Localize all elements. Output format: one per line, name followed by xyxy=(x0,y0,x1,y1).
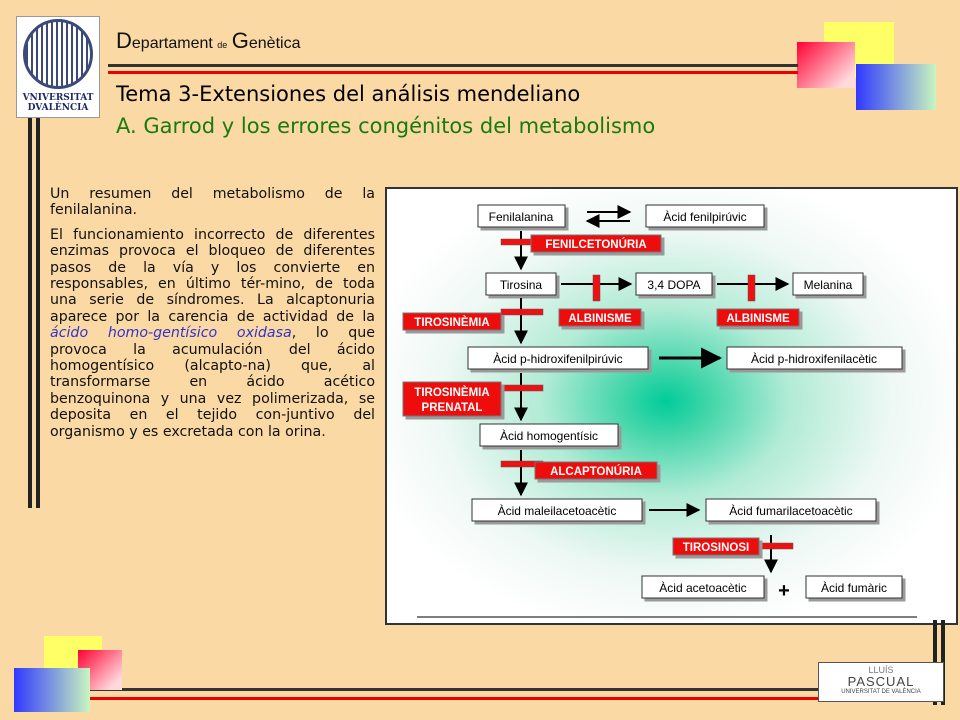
svg-text:Àcid p-hidroxifenilacètic: Àcid p-hidroxifenilacètic xyxy=(751,351,877,366)
compound-fumarilacetoacetic: Àcid fumarilacetoacètic xyxy=(705,498,877,522)
compound-homogentisic: Àcid homogentísic xyxy=(479,423,619,447)
svg-text:Melanina: Melanina xyxy=(804,278,853,292)
svg-text:Àcid maleilacetoacètic: Àcid maleilacetoacètic xyxy=(498,503,617,518)
compound-tirosina: Tirosina xyxy=(485,272,557,296)
explanation-paragraph: El funcionamiento incorrecto de diferent… xyxy=(50,226,375,440)
compound-hidroxifenilpiruvic: Àcid p-hidroxifenilpirúvic xyxy=(467,346,649,370)
svg-text:Àcid homogentísic: Àcid homogentísic xyxy=(500,428,598,443)
page-subtitle: A. Garrod y los errores congénitos del m… xyxy=(116,114,656,138)
compound-melanina: Melanina xyxy=(792,272,864,296)
disease-fenilcetonuria: FENILCETONÚRIA xyxy=(530,234,662,253)
compound-fenilalanina: Fenilalanina xyxy=(477,204,566,228)
svg-text:Àcid p-hidroxifenilpirúvic: Àcid p-hidroxifenilpirúvic xyxy=(493,351,622,366)
author-stamp: LLUÍS PASCUAL UNIVERSITAT DE VALÈNCIA xyxy=(818,662,944,702)
svg-text:Àcid fumarilacetoacètic: Àcid fumarilacetoacètic xyxy=(729,503,852,518)
body-text: Un resumen del metabolismo de la fenilal… xyxy=(50,186,375,448)
svg-text:Àcid fumàric: Àcid fumàric xyxy=(821,580,887,595)
svg-text:Àcid fenilpirúvic: Àcid fenilpirúvic xyxy=(663,209,746,224)
university-seal-icon xyxy=(23,19,93,89)
logo-line2: DVALÈNCIA xyxy=(27,103,89,113)
compound-hidroxifenilacetic: Àcid p-hidroxifenilacètic xyxy=(726,346,903,370)
svg-text:Fenilalanina: Fenilalanina xyxy=(489,210,554,224)
disease-tirosinemia: TIROSINÈMIA xyxy=(402,312,502,331)
svg-text:PRENATAL: PRENATAL xyxy=(422,402,483,414)
university-logo: VNIVERSITAT DVALÈNCIA xyxy=(16,16,100,118)
decor-square-red xyxy=(797,42,855,88)
svg-text:TIROSINOSI: TIROSINOSI xyxy=(683,542,749,554)
disease-tirosinosi: TIROSINOSI xyxy=(672,537,760,556)
decor-square-blue-bottom xyxy=(14,668,90,712)
metabolism-diagram: Fenilalanina Àcid fenilpirúvic Tirosina … xyxy=(385,187,958,625)
logo-line1: VNIVERSITAT xyxy=(22,93,94,103)
svg-text:TIROSINÈMIA: TIROSINÈMIA xyxy=(414,316,489,329)
svg-text:ALBINISME: ALBINISME xyxy=(568,313,632,325)
footer-rule xyxy=(38,688,818,700)
compound-dopa: 3,4 DOPA xyxy=(635,272,713,296)
svg-text:FENILCETONÚRIA: FENILCETONÚRIA xyxy=(545,238,646,251)
svg-text:ALCAPTONÚRIA: ALCAPTONÚRIA xyxy=(550,465,642,478)
intro-paragraph: Un resumen del metabolismo de la fenilal… xyxy=(50,186,375,219)
svg-text:ALBINISME: ALBINISME xyxy=(726,313,790,325)
department-name: Departament de Genètica xyxy=(116,28,301,53)
plus-sign: + xyxy=(778,580,790,602)
svg-text:3,4 DOPA: 3,4 DOPA xyxy=(647,278,700,292)
disease-alcaptonuria: ALCAPTONÚRIA xyxy=(534,461,658,480)
reversible-arrow xyxy=(585,205,632,228)
compound-fenilpiruvic: Àcid fenilpirúvic xyxy=(645,204,765,228)
svg-text:Tirosina: Tirosina xyxy=(500,278,543,292)
svg-text:TIROSINÈMIA: TIROSINÈMIA xyxy=(414,386,489,399)
page-title: Tema 3-Extensiones del análisis mendelia… xyxy=(116,82,581,106)
svg-text:Àcid acetoacètic: Àcid acetoacètic xyxy=(659,580,746,595)
enzyme-name: ácido homo-gentísico oxidasa xyxy=(50,325,292,342)
decor-square-blue xyxy=(856,64,936,110)
compound-acetoacetic: Àcid acetoacètic xyxy=(641,575,765,599)
disease-albinisme-1: ALBINISME xyxy=(558,308,642,327)
compound-fumaric: Àcid fumàric xyxy=(805,575,903,599)
disease-albinisme-2: ALBINISME xyxy=(716,308,800,327)
left-rule xyxy=(28,108,40,508)
disease-tirosinemia-prenatal: TIROSINÈMIA PRENATAL xyxy=(402,381,502,417)
header-rule xyxy=(108,64,798,74)
compound-maleilacetoacetic: Àcid maleilacetoacètic xyxy=(471,498,643,522)
